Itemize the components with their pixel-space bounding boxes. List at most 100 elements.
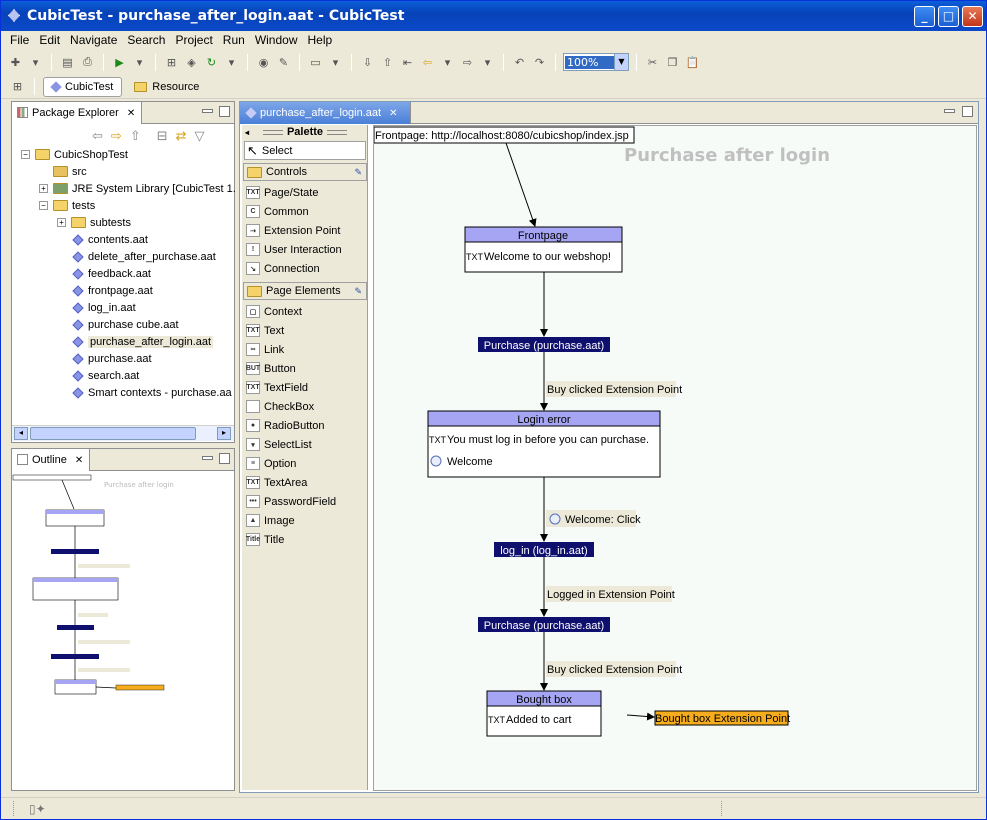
close-icon[interactable]: ✕ [389,107,398,119]
wand-icon[interactable]: ✎ [278,55,289,69]
chevron-down-icon[interactable]: ▾ [228,55,235,69]
back-icon[interactable]: ⇦ [92,129,103,144]
tree-item[interactable]: feedback.aat [71,265,151,282]
expand-icon[interactable]: + [39,184,48,193]
tree-item[interactable]: −CubicShopTest [21,146,128,163]
tree-item[interactable]: src [53,163,87,180]
zoom-select[interactable]: 100% ▼ [563,53,629,71]
up-icon[interactable]: ⇧ [129,129,141,144]
palette-item-connection[interactable]: ↘Connection [246,259,320,278]
chevron-down-icon[interactable]: ▾ [484,55,491,69]
palette-item-image[interactable]: ▲Image [246,511,295,530]
forward-icon[interactable]: ⇨ [110,129,122,144]
palette-drawer-controls[interactable]: Controls✎ [243,163,367,181]
back-icon[interactable]: ⇦ [422,55,433,69]
collapse-icon[interactable]: − [39,201,48,210]
palette-item-link[interactable]: ∞Link [246,340,284,359]
link-editor-icon[interactable]: ⇄ [175,129,187,144]
tree-item[interactable]: −tests [39,197,95,214]
collapse-icon[interactable]: − [21,150,30,159]
collapse-all-icon[interactable]: ⊟ [156,129,168,144]
perspective-cubictest[interactable]: CubicTest [43,76,123,97]
subtest-login[interactable]: log_in (log_in.aat) [494,542,594,557]
open-type-icon[interactable]: ◉ [258,55,269,69]
perspective-resource[interactable]: Resource [126,77,207,97]
print-icon[interactable]: ⎙ [83,55,92,68]
page-login-error[interactable]: Login error TXT You must log in before y… [427,410,661,478]
tab-package-explorer[interactable]: Package Explorer ✕ [12,102,143,124]
minimize-button[interactable]: _ [914,6,935,27]
palette-item-passwordfield[interactable]: •••PasswordField [246,492,336,511]
menu-window[interactable]: Window [254,33,298,47]
new-package-icon[interactable]: ⊞ [166,55,177,69]
expand-icon[interactable]: + [57,218,66,227]
tree-item[interactable]: purchase.aat [71,350,152,367]
close-icon[interactable]: ✕ [126,107,136,119]
menu-help[interactable]: Help [307,33,333,47]
minimize-view-icon[interactable] [202,456,213,460]
minimize-view-icon[interactable] [944,109,955,113]
close-button[interactable]: ✕ [962,6,983,27]
palette-item-checkbox[interactable]: CheckBox [246,397,314,416]
menu-search[interactable]: Search [127,33,166,47]
pin-icon[interactable]: ✎ [354,166,362,177]
scroll-left-icon[interactable]: ◂ [14,427,28,440]
menu-navigate[interactable]: Navigate [70,33,118,47]
palette-item-option[interactable]: ≡Option [246,454,296,473]
extension-point-bought-box[interactable]: Bought box Extension Point [654,710,790,726]
refresh-icon[interactable]: ↻ [206,55,217,69]
menu-project[interactable]: Project [175,33,213,47]
tree-item[interactable]: contents.aat [71,231,148,248]
palette-item-context[interactable]: ▢Context [246,302,302,321]
scroll-thumb[interactable] [30,427,196,440]
save-icon[interactable]: ▤ [62,55,73,69]
test-diagram[interactable]: Purchase after login Frontpage: http://l… [374,126,976,790]
tree-item[interactable]: +JRE System Library [CubicTest 1. [39,180,236,197]
palette-drawer-page-elements[interactable]: Page Elements✎ [243,282,367,300]
open-folder-icon[interactable]: ▭ [310,55,321,69]
fast-view-icon[interactable]: ▯✦ [29,802,46,816]
view-menu-icon[interactable]: ▽ [194,129,205,144]
pin-icon[interactable]: ✎ [354,285,362,296]
minimize-view-icon[interactable] [202,109,213,113]
forward-icon[interactable]: ⇨ [462,55,473,69]
run-icon[interactable]: ▶ [115,55,124,69]
chevron-down-icon[interactable]: ▼ [614,54,628,70]
cut-icon[interactable]: ✂ [647,55,658,69]
tree-item[interactable]: purchase cube.aat [71,316,179,333]
menu-file[interactable]: File [10,33,30,47]
open-perspective-icon[interactable]: ⊞ [12,80,23,93]
tree-item[interactable]: purchase_after_login.aat [71,333,214,350]
tree-item[interactable]: Smart contexts - purchase.aa [71,384,232,401]
palette-header[interactable]: ◂ Palette [242,125,368,139]
palette-item-selectlist[interactable]: ▾SelectList [246,435,312,454]
palette-item-extension-point[interactable]: ⇢Extension Point [246,221,340,240]
palette-select[interactable]: ↖ Select [244,141,366,160]
prev-annotation-icon[interactable]: ⇧ [382,55,393,69]
tree-item[interactable]: log_in.aat [71,299,136,316]
tree-item[interactable]: +subtests [57,214,131,231]
chevron-down-icon[interactable]: ▾ [32,55,39,69]
next-annotation-icon[interactable]: ⇩ [362,55,373,69]
maximize-view-icon[interactable] [219,453,230,464]
diagram-canvas[interactable]: Purchase after login Frontpage: http://l… [373,125,977,791]
tab-editor-purchase-after-login[interactable]: purchase_after_login.aat ✕ [240,102,411,124]
horizontal-scrollbar[interactable]: ◂ ▸ [12,425,234,441]
maximize-button[interactable]: □ [938,6,959,27]
palette-item-radiobutton[interactable]: ●RadioButton [246,416,325,435]
tree-item[interactable]: delete_after_purchase.aat [71,248,216,265]
maximize-view-icon[interactable] [219,106,230,117]
scroll-right-icon[interactable]: ▸ [217,427,231,440]
last-edit-icon[interactable]: ⇤ [402,55,413,69]
start-point[interactable] [374,126,635,144]
subtest-purchase-2[interactable]: Purchase (purchase.aat) [478,617,610,632]
menu-run[interactable]: Run [222,33,245,47]
new-class-icon[interactable]: ◈ [187,55,196,69]
